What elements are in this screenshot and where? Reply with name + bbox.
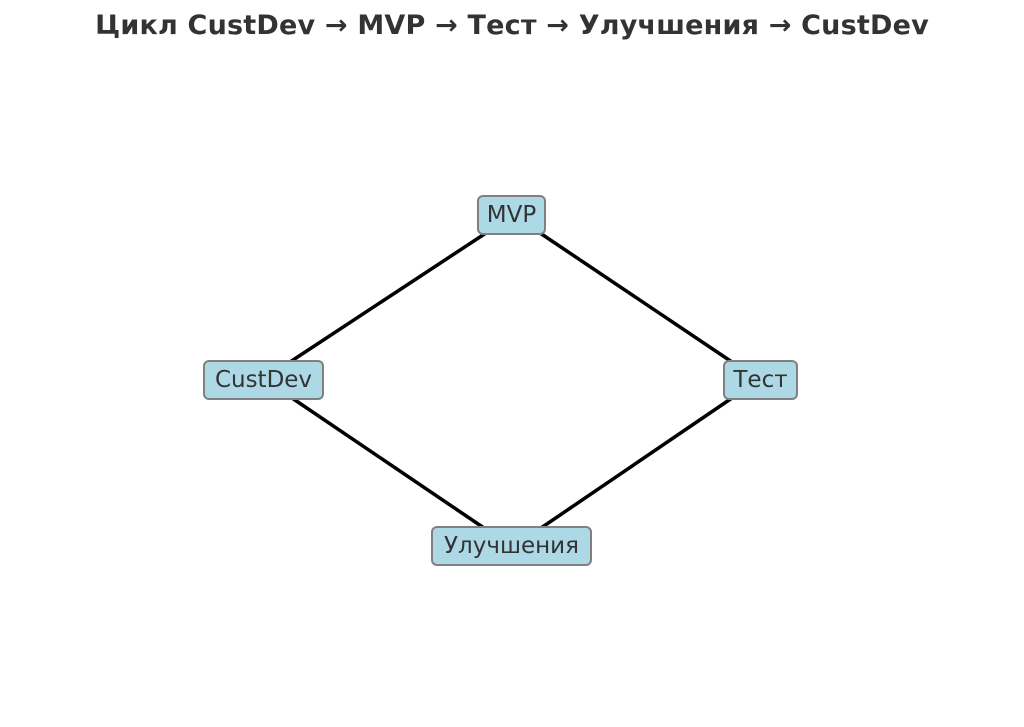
- diagram-title: Цикл CustDev → MVP → Тест → Улучшения → …: [95, 10, 929, 41]
- node-test: Тест: [723, 360, 798, 400]
- edge-improvements-custdev: [290, 396, 486, 530]
- node-custdev: CustDev: [203, 360, 324, 400]
- edge-mvp-test: [538, 231, 734, 364]
- node-improvements: Улучшения: [431, 526, 592, 566]
- node-mvp: MVP: [477, 195, 546, 235]
- edge-test-improvements: [539, 396, 734, 530]
- edge-custdev-mvp: [288, 231, 488, 364]
